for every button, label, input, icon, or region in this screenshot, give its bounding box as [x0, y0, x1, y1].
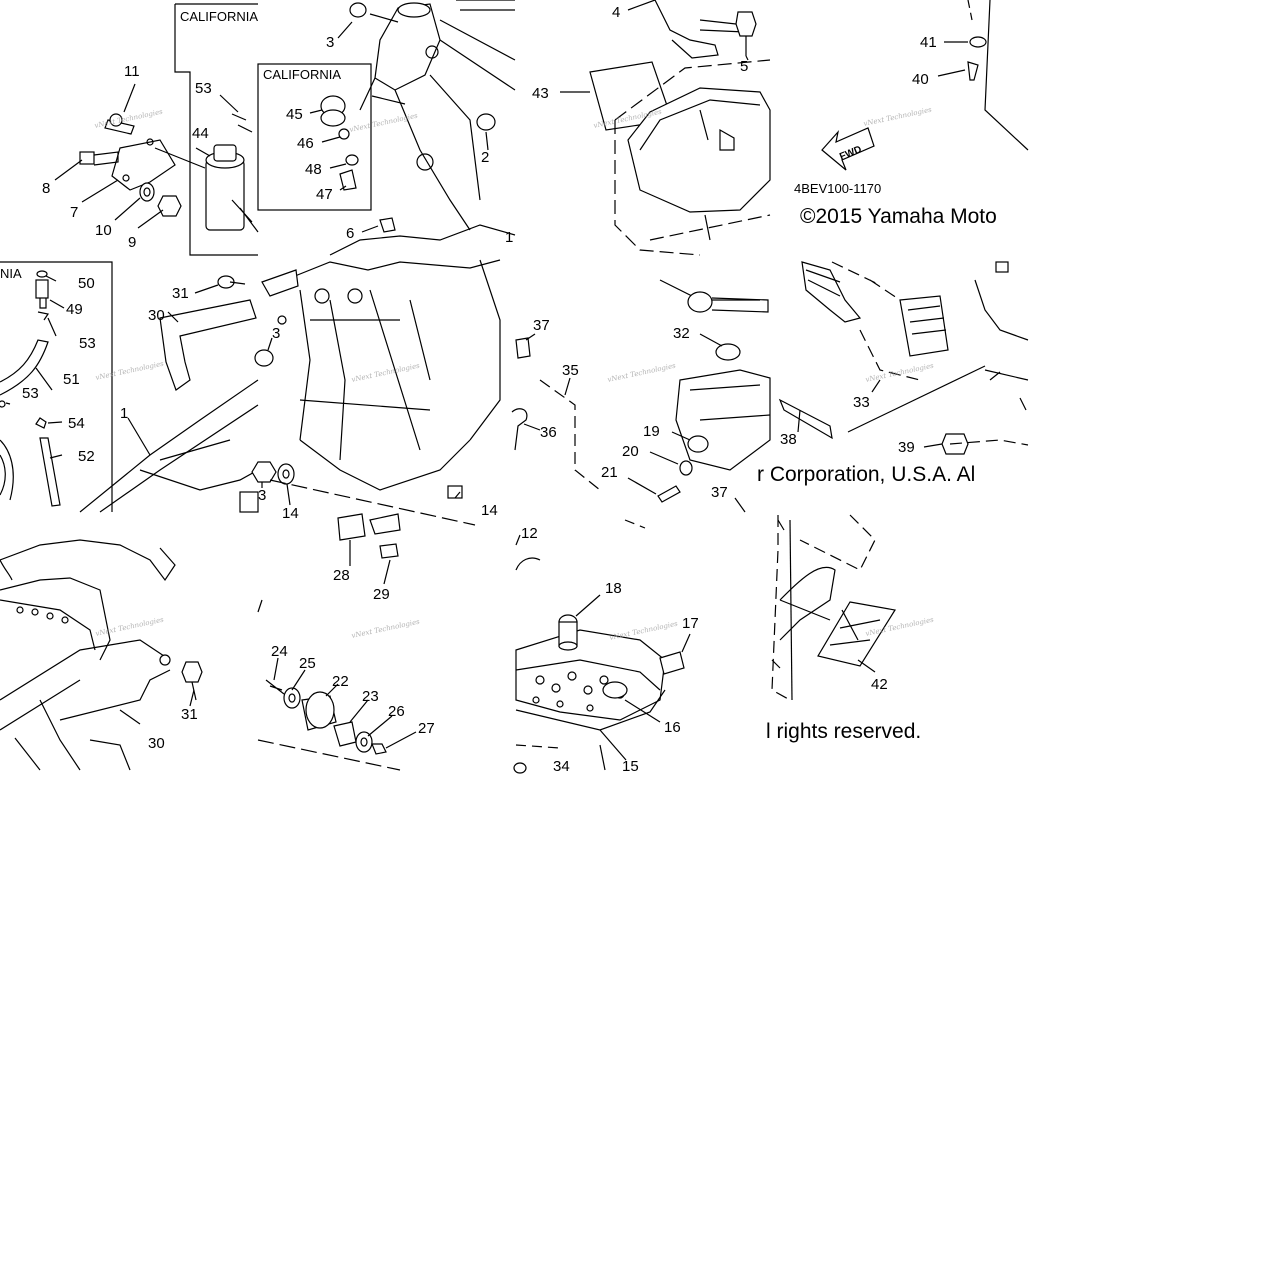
callout-label: 22	[332, 673, 349, 690]
callout-label: 53	[22, 385, 39, 402]
tile-r2c0	[0, 539, 203, 771]
callout-label: 37	[711, 484, 728, 501]
callout-label: 28	[333, 567, 350, 584]
callout-label: 16	[664, 719, 681, 736]
callout-label: 51	[63, 371, 80, 388]
callout-label: 33	[853, 394, 870, 411]
callout-label: 12	[521, 525, 538, 542]
callout-label: 14	[481, 502, 498, 519]
callout-label: 35	[562, 362, 579, 379]
tile-r1c3	[778, 261, 1029, 455]
california-box-title: CALIFORNIA	[180, 9, 258, 24]
callout-label: 27	[418, 720, 435, 737]
tile-r1c0-text: NIA 50 49 53 51 53 54 52 31 30 1 vNext T…	[0, 266, 189, 465]
callout-label: 52	[78, 448, 95, 465]
diagram-code: 4BEV100-1170	[794, 181, 881, 196]
callout-label: 8	[42, 180, 50, 197]
callout-label: 17	[682, 615, 699, 632]
callout-label: 39	[898, 439, 915, 456]
callout-label: 30	[148, 735, 165, 752]
callout-label: 3	[272, 325, 280, 342]
tile-r2c2	[513, 519, 691, 774]
callout-label: 40	[912, 71, 929, 88]
callout-label: 32	[673, 325, 690, 342]
callout-label: 54	[68, 415, 85, 432]
callout-label: 11	[124, 63, 140, 80]
california-box-title: NIA	[0, 266, 22, 281]
callout-label: 24	[271, 643, 288, 660]
tile-r1c0	[0, 261, 259, 513]
callout-label: 6	[346, 225, 354, 242]
tile-r2c1-text: 28 29 24 25 22 23 26 27 vNext Technologi…	[271, 567, 435, 737]
callout-label: 53	[79, 335, 96, 352]
callout-label: 53	[195, 80, 212, 97]
callout-label: 25	[299, 655, 316, 672]
callout-label: 45	[286, 106, 303, 123]
callout-label: 30	[148, 307, 165, 324]
callout-label: 1	[120, 405, 128, 422]
callout-label: 34	[553, 758, 570, 775]
callout-label: 19	[643, 423, 660, 440]
callout-label: 36	[540, 424, 557, 441]
callout-label: 1	[505, 229, 513, 246]
callout-label: 14	[282, 505, 299, 522]
callout-label: 7	[70, 204, 78, 221]
callout-label: 42	[871, 676, 888, 693]
copyright-text: l rights reserved.	[766, 720, 921, 743]
copyright-text: ©2015 Yamaha Moto	[800, 205, 997, 228]
callout-label: 37	[533, 317, 550, 334]
callout-label: 3	[258, 487, 266, 504]
callout-label: 31	[181, 706, 198, 723]
callout-label: 20	[622, 443, 639, 460]
callout-label: 48	[305, 161, 322, 178]
tile-r1c1	[251, 259, 501, 526]
callout-label: 26	[388, 703, 405, 720]
callout-label: 49	[66, 301, 83, 318]
callout-label: 2	[481, 149, 489, 166]
tile-r1c2	[511, 279, 771, 513]
tile-r2c3	[771, 514, 896, 701]
callout-label: 29	[373, 586, 390, 603]
copyright-text: r Corporation, U.S.A. Al	[757, 463, 975, 486]
callout-label: 50	[78, 275, 95, 292]
callout-label: 43	[532, 85, 549, 102]
callout-label: 10	[95, 222, 112, 239]
tile-r0c3	[821, 0, 1029, 171]
callout-label: 46	[297, 135, 314, 152]
callout-label: 44	[192, 125, 209, 142]
callout-label: 4	[612, 4, 620, 21]
callout-label: 23	[362, 688, 379, 705]
tile-r0c0	[54, 3, 259, 256]
callout-label: 21	[601, 464, 618, 481]
callout-label: 31	[172, 285, 189, 302]
callout-label: 5	[740, 58, 748, 75]
callout-label: 38	[780, 431, 797, 448]
callout-label: 3	[326, 34, 334, 51]
tile-r2c1	[257, 513, 417, 771]
callout-label: 9	[128, 234, 136, 251]
callout-label: 47	[316, 186, 333, 203]
tile-r0c2	[560, 0, 771, 256]
california-box-title: CALIFORNIA	[263, 67, 341, 82]
callout-label: 18	[605, 580, 622, 597]
callout-label: 15	[622, 758, 639, 775]
callout-label: 41	[920, 34, 937, 51]
tile-r0c1	[257, 0, 516, 256]
